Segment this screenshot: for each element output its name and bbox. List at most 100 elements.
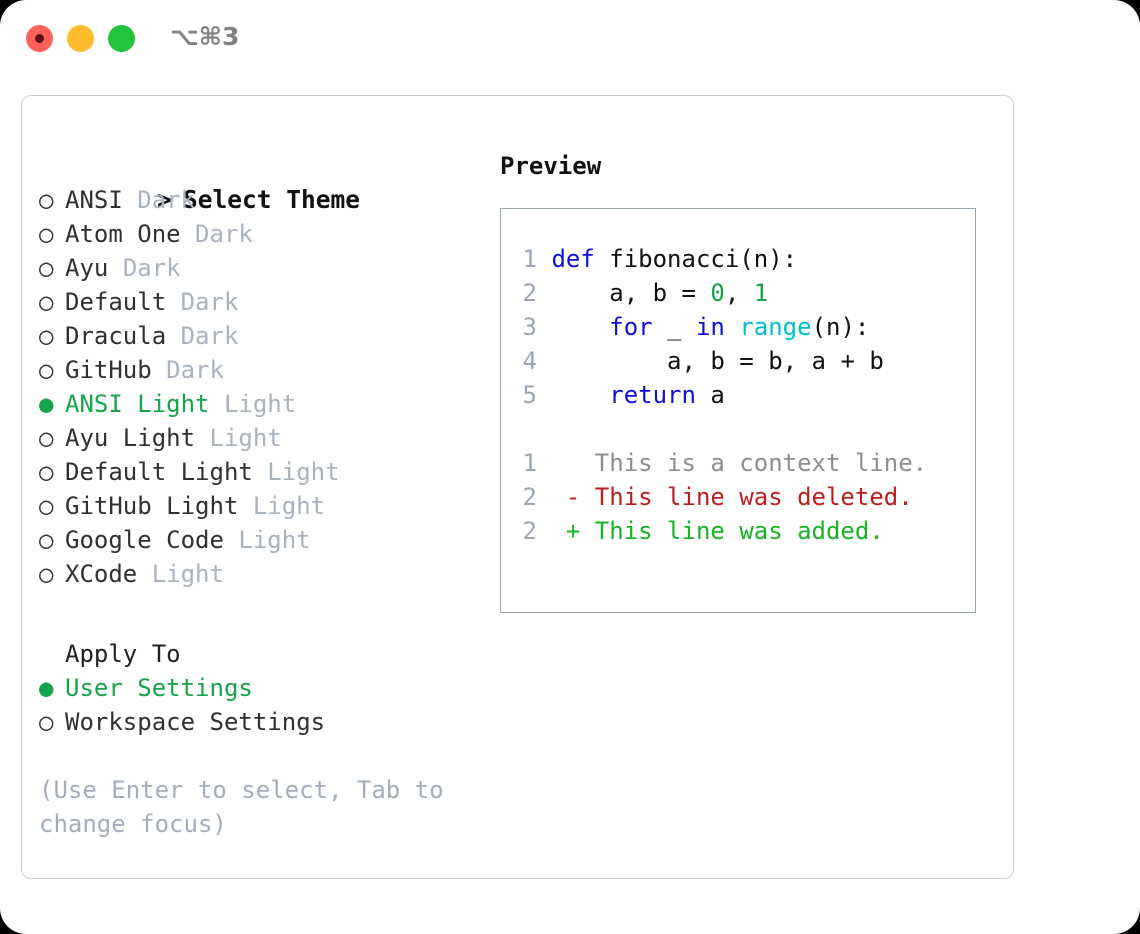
apply-to-list: ● User Settings ○Workspace Settings — [39, 671, 469, 739]
theme-list-item[interactable]: ○Dracula Dark — [39, 319, 469, 353]
theme-name: Default Light — [65, 458, 253, 486]
theme-list-item[interactable]: ○GitHub Light Light — [39, 489, 469, 523]
diff-line-number: 1 — [522, 449, 537, 477]
radio-unselected-icon: ○ — [39, 356, 54, 384]
code-token: a, b = b, a + b — [551, 347, 884, 375]
theme-variant-tag: Dark — [180, 322, 239, 350]
theme-name: Ayu Light — [65, 424, 196, 452]
code-token: , — [724, 279, 754, 307]
code-token — [725, 313, 739, 341]
theme-picker-header: > Select Theme — [39, 149, 469, 214]
radio-unselected-icon: ○ — [39, 186, 54, 214]
minimize-button-icon[interactable] — [67, 25, 94, 52]
theme-list-item[interactable]: ○Default Light Light — [39, 455, 469, 489]
radio-unselected-icon: ○ — [39, 526, 54, 554]
theme-variant-tag: Light — [209, 424, 282, 452]
code-line: 2 a, b = 0, 1 — [515, 276, 975, 310]
theme-list-item[interactable]: ○Default Dark — [39, 285, 469, 319]
apply-to-option[interactable]: ○Workspace Settings — [39, 705, 469, 739]
preview-panel: Preview 1 def fibonacci(n):2 a, b = 0, 1… — [500, 149, 1000, 613]
code-line: 1 def fibonacci(n): — [515, 242, 975, 276]
theme-list-item[interactable]: ○ XCode Light — [39, 557, 469, 591]
code-token — [551, 313, 609, 341]
theme-name: XCode — [65, 560, 138, 588]
theme-variant-tag: Dark — [180, 288, 239, 316]
close-button-icon[interactable] — [26, 25, 53, 52]
code-token: 1 — [753, 279, 769, 307]
code-line: 4 a, b = b, a + b — [515, 344, 975, 378]
page-title: Select Theme — [183, 185, 361, 214]
apply-to-title: Apply To — [65, 640, 181, 668]
theme-variant-tag: Dark — [166, 356, 224, 384]
theme-name: Google Code — [65, 526, 224, 554]
code-token: in — [695, 313, 725, 341]
preview-gap — [515, 412, 975, 446]
code-token: a, b = — [551, 279, 711, 307]
theme-variant-tag: Dark — [195, 220, 253, 248]
code-token: (n): — [811, 313, 870, 341]
code-token: a — [695, 381, 725, 409]
theme-variant-tag: Light — [267, 458, 340, 486]
code-line-number: 2 — [522, 279, 537, 307]
apply-to-option-label: Workspace Settings — [65, 708, 326, 736]
keyboard-hint-text: (Use Enter to select, Tab to change focu… — [39, 776, 459, 838]
diff-line: 2 - This line was deleted. — [515, 480, 975, 514]
radio-selected-icon: ● — [39, 674, 54, 702]
prompt-caret-icon: > — [157, 185, 172, 214]
radio-unselected-icon: ○ — [39, 220, 54, 248]
code-line-number: 1 — [522, 245, 537, 273]
diff-line-number: 2 — [522, 483, 537, 511]
theme-variant-tag: Light — [238, 526, 311, 554]
theme-list-item[interactable]: ○ ANSI Dark — [39, 183, 469, 217]
code-line-number: 4 — [522, 347, 537, 375]
apply-to-option[interactable]: ● User Settings — [39, 671, 469, 705]
content-frame: > Select Theme ○ ANSI Dark ○ Atom One Dark ○ A… — [21, 95, 1014, 879]
code-line-number: 3 — [522, 313, 537, 341]
theme-name: Atom One — [65, 220, 181, 248]
theme-list-item[interactable]: ○ Ayu Light Light — [39, 421, 469, 455]
hint-gap — [39, 739, 469, 773]
theme-variant-tag: Light — [252, 492, 326, 520]
theme-name: Ayu — [65, 254, 109, 282]
theme-variant-tag: Dark — [122, 254, 181, 282]
maximize-button-icon[interactable] — [108, 25, 135, 52]
radio-selected-icon: ● — [39, 390, 54, 418]
theme-list: ○ANSI Dark○Atom One Dark○Ayu Dark○Defaul… — [39, 183, 469, 591]
code-token: return — [609, 381, 696, 409]
code-token: 0 — [710, 279, 725, 307]
diff-line-number: 2 — [522, 517, 537, 545]
code-line: 5 return a — [515, 378, 975, 412]
theme-name: GitHub — [65, 356, 152, 384]
theme-picker-panel: > Select Theme ○ ANSI Dark ○ Atom One Dark ○ A… — [39, 149, 469, 841]
preview-title: Preview — [500, 152, 602, 180]
diff-line-text: + This line was added. — [537, 517, 884, 545]
radio-unselected-icon: ○ — [39, 560, 54, 588]
theme-list-item[interactable]: ○ GitHub Dark — [39, 353, 469, 387]
code-token: range — [739, 313, 812, 341]
diff-line: 2 + This line was added. — [515, 514, 975, 548]
code-line-number: 5 — [522, 381, 537, 409]
code-token: for — [609, 313, 653, 341]
radio-unselected-icon: ○ — [39, 424, 54, 452]
diff-line: 1 This is a context line. — [515, 446, 975, 480]
theme-name: Default — [65, 288, 167, 316]
code-token: fibonacci(n): — [609, 245, 798, 273]
theme-name: ANSI — [65, 186, 123, 214]
theme-variant-tag: Light — [151, 560, 224, 588]
theme-name: ANSI Light — [65, 390, 210, 418]
theme-list-item[interactable]: ○ Ayu Dark — [39, 251, 469, 285]
radio-unselected-icon: ○ — [39, 322, 54, 350]
theme-variant-tag: Dark — [137, 186, 196, 214]
radio-unselected-icon: ○ — [39, 254, 54, 282]
title-bar: ⌥⌘3 — [0, 0, 1140, 78]
apply-to-option-label: User Settings — [65, 674, 253, 702]
theme-variant-tag: Light — [223, 390, 297, 418]
theme-list-item[interactable]: ● ANSI Light Light — [39, 387, 469, 421]
theme-name: GitHub Light — [65, 492, 239, 520]
theme-list-item[interactable]: ○ Atom One Dark — [39, 217, 469, 251]
keyboard-shortcut-label: ⌥⌘3 — [170, 22, 240, 51]
theme-list-item[interactable]: ○ Google Code Light — [39, 523, 469, 557]
